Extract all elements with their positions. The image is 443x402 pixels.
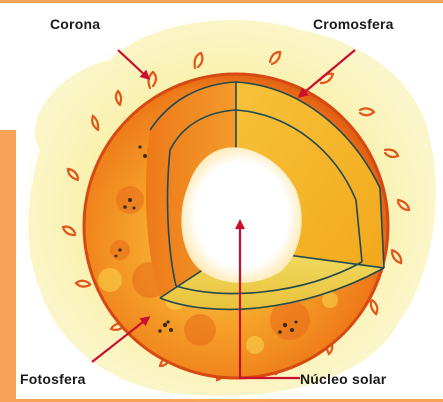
label-nucleo-solar: Núcleo solar — [300, 371, 386, 387]
label-fotosfera: Fotosfera — [20, 371, 86, 387]
label-corona: Corona — [50, 16, 100, 32]
label-cromosfera: Cromosfera — [313, 16, 394, 32]
